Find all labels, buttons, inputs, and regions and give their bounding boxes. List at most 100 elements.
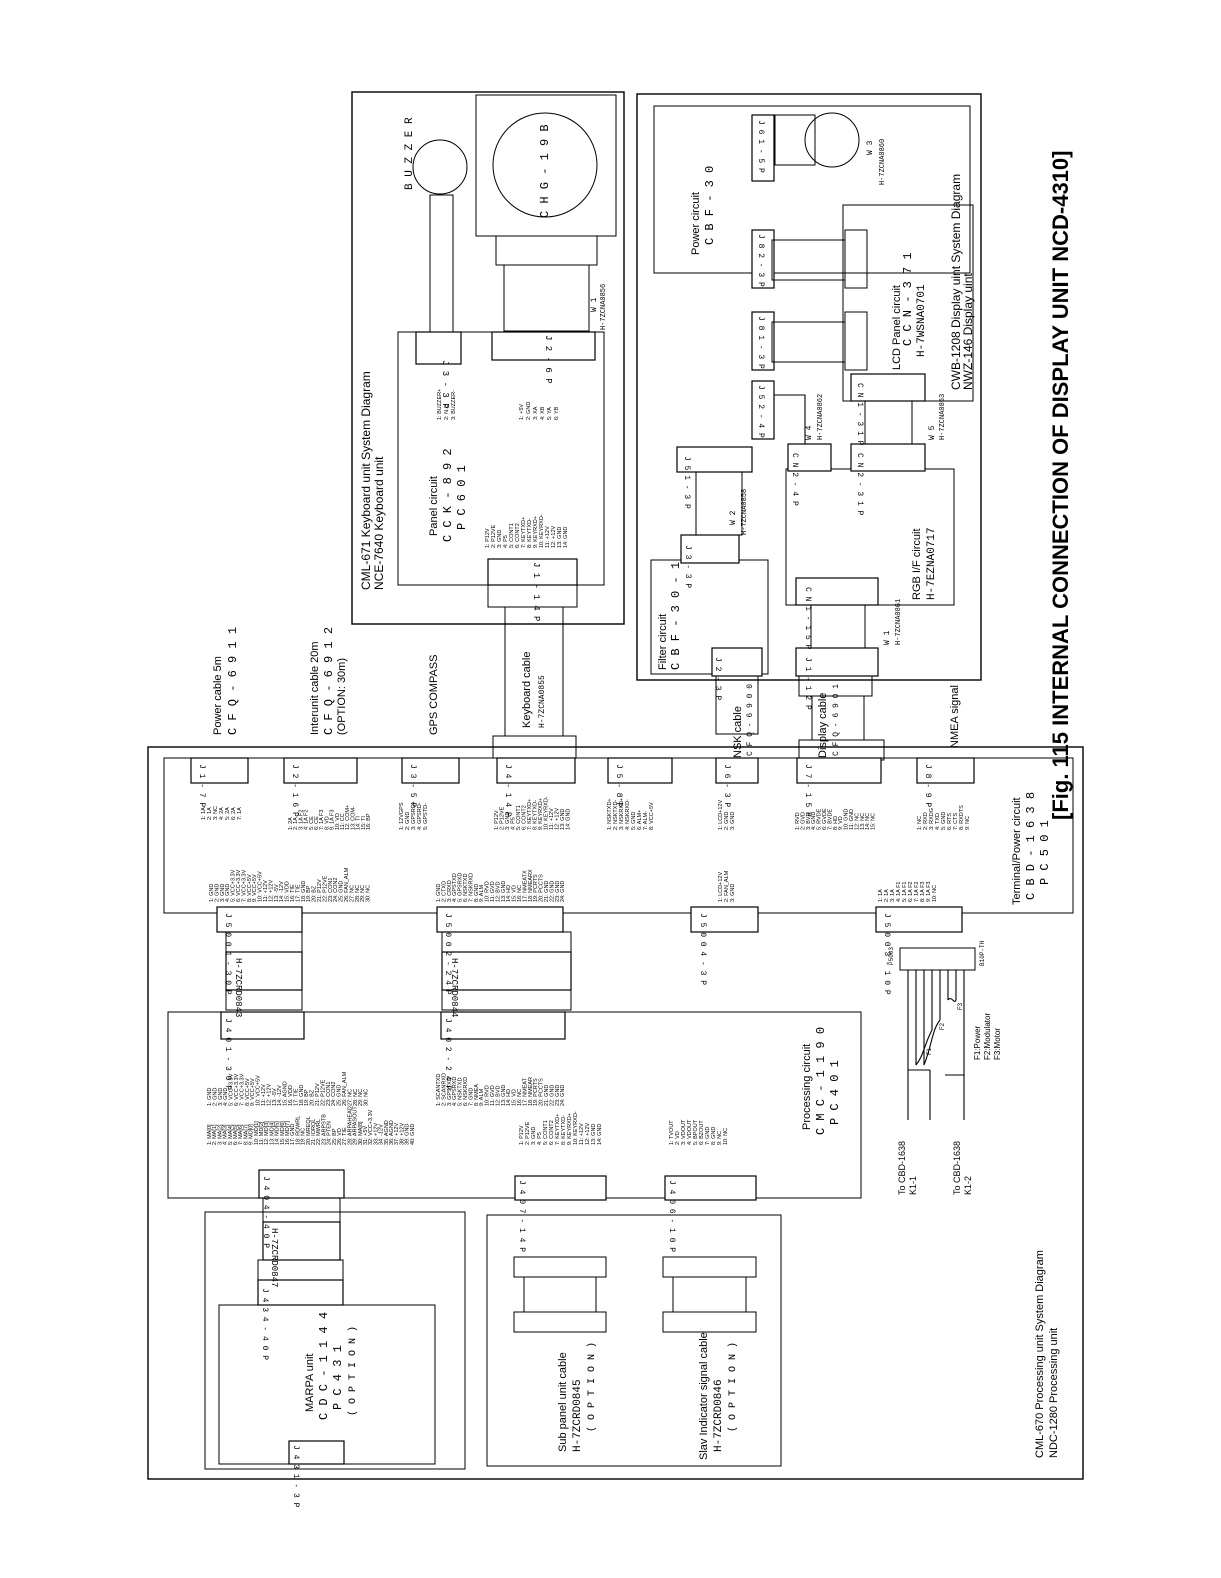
cn2-4p-connector <box>787 443 832 472</box>
p-j401-pin: 21: P12V <box>315 1083 321 1106</box>
t-j5001-pin: 10: VCC+5V <box>258 871 264 902</box>
t-connector-label: J 6 - 3 P <box>722 764 731 807</box>
t-j5002-pin: 2: CTXD <box>441 881 447 902</box>
p-j404-pin: 39: GND <box>405 1124 411 1145</box>
p-j404-connector <box>258 1169 345 1199</box>
panel-circuit-label: Panel circuit <box>428 476 440 536</box>
t-j5001-pin: 26: FAN_ALM <box>344 867 350 902</box>
slave-plug-top <box>662 1256 757 1278</box>
p-j407-pin: 14: GND <box>597 1124 603 1145</box>
t-j7-pin: 8: HD <box>833 816 839 830</box>
t-j2-pin: 1: 2A <box>288 817 294 830</box>
rgb-if-label: RGB I/F circuit <box>911 528 923 600</box>
p-j401-pin: 2: GND <box>212 1088 218 1106</box>
p-j401-pin: 4: GND <box>223 1088 229 1106</box>
t-j5001-pin: 5: VCC+3.3V <box>231 869 237 902</box>
kb-j2-connector <box>491 331 596 361</box>
rgb-if-code: H-7EZNA0717 <box>926 527 938 600</box>
filter-circuit-code: C B F - 3 0 - 1 <box>669 562 683 670</box>
kb-j2-pin: 3: XA <box>533 406 539 420</box>
cn1-15p-connector <box>795 577 879 606</box>
p-j401-pin: 13: -5V <box>272 1088 278 1106</box>
p-j406-pin: 3: VDOUT <box>681 1119 687 1145</box>
w3-circle <box>804 112 860 168</box>
p-j402-pin: 15: VD <box>512 1089 518 1106</box>
kb-j3-pin: 1: BUZZER+ <box>437 389 443 420</box>
p-j401-pin: 9: VCC+5V <box>250 1078 256 1106</box>
t-j5001-pin: 11: +12V <box>263 880 269 902</box>
buzzer-circle <box>412 139 468 195</box>
to-cbd-label: K1-1 <box>908 1176 918 1195</box>
cable-0844-bottom <box>441 989 572 1011</box>
kb-j1-pin: 11: +12V <box>545 526 551 548</box>
t-j4-pin: 13: GND <box>560 809 566 830</box>
p-j404-pin: 1: MA[0] <box>207 1124 213 1145</box>
w5-code: H-7ZCNA0863 <box>939 394 947 440</box>
cable-0847-label: H-7ZCRD0847 <box>269 1228 279 1287</box>
p-j404-pin: 4: MA[3] <box>223 1124 229 1145</box>
nmea-signal-label: NMEA signal <box>949 685 961 748</box>
fuse-f1-label: F1 <box>927 1047 933 1055</box>
kb-w1-label: W 1 <box>590 297 599 312</box>
t-j5001-pin: 20: BZ <box>312 885 318 902</box>
nsk-cable-code: C F Q - 6 9 0 0 <box>746 684 755 756</box>
filter-circuit-label: Filter circuit <box>657 614 669 670</box>
t-j3-pin: 1: 12VGPS <box>399 802 405 830</box>
cable-0844-label: H-7ZCRD0844 <box>449 958 459 1017</box>
p-j406-pin: 10: NC <box>723 1128 729 1145</box>
p-j401-pin: 1: GND <box>207 1088 213 1106</box>
t-j5004-pin: 1: LCD+12V <box>718 872 724 902</box>
p-j404-pin: 34: -12V <box>379 1124 385 1145</box>
p-j406-pin: 4: VDOUT <box>687 1119 693 1145</box>
panel-circuit-code: C C K - 8 9 2 <box>441 448 455 542</box>
lcd-panel-label: LCD Panel circuit <box>891 285 903 370</box>
t-j5001-pin: 27: NC <box>349 885 355 902</box>
t-j5001-pin: 30: NC <box>366 885 372 902</box>
t-j5002-pin: 22: GND <box>549 881 555 902</box>
p-j401-pin: 18: GND <box>299 1085 305 1106</box>
kb-j1-pin: 3: GND <box>497 530 503 548</box>
t-j4-pin: 3: GND <box>505 812 511 830</box>
p-j404-pin: 13: MD[4] <box>269 1121 275 1145</box>
p-j404-pin: 6: MA[5] <box>233 1124 239 1145</box>
p-j404-pin: 19: NC <box>301 1128 307 1145</box>
t-j5001-pin: 2: GND <box>214 884 220 902</box>
t-j5002-pin: 1: GND <box>436 884 442 902</box>
t-j5002-pin: 16: NC <box>517 885 523 902</box>
j51-label: J 5 1 - 3 P <box>682 456 691 509</box>
t-j5002-pin: 7: NSKRXD <box>468 873 474 902</box>
j81-label: J 8 1 - 3 P <box>756 316 765 369</box>
p-j402-pin: 7: GND <box>468 1088 474 1106</box>
t-j5001-pin: 15: VDD <box>285 881 291 902</box>
t-j5002-pin: 19: PCRTS <box>533 874 539 902</box>
marpa-j434-connector <box>257 1279 344 1306</box>
t-j5003-pin: 7: 1A F2 <box>914 882 920 903</box>
p-j404-pin: 2: MA[1] <box>212 1124 218 1145</box>
p5003-label: P5003 <box>888 947 895 965</box>
cn1-31p-connector <box>850 373 926 402</box>
p-j401-pin: 27: NC <box>347 1089 353 1106</box>
t-j1-pin: 3: NC <box>213 806 219 820</box>
t-j2-pin: 16: BP <box>366 813 372 830</box>
t-j7-pin: 5: RVDE <box>817 808 823 830</box>
p-j401-pin: 23: CON1 <box>326 1082 332 1106</box>
t-j5001-pin: 22: P12VE <box>322 875 328 902</box>
t-j5002-pin: 18: NMEARX <box>528 869 534 902</box>
t-j5002-pin: 24: GND <box>560 881 566 902</box>
t-j4-pin: 10: KEYRXD- <box>544 796 550 830</box>
t-j6-pin: 1: LCD+12V <box>718 800 724 830</box>
kb-j1-pin: 1: P12V <box>485 528 491 548</box>
kb-j2-label: J 2 - 6 P <box>543 335 553 384</box>
cable-0844 <box>441 951 572 991</box>
chg-circle <box>492 112 598 218</box>
t-j7-pin: 14: NC <box>865 813 871 830</box>
p-j401-pin: 30: NC <box>364 1089 370 1106</box>
t-j8-pin: 2: RXD <box>923 812 929 830</box>
p-j404-pin: 22: MWRL <box>316 1119 322 1145</box>
p-j407-pin: 1: P12V <box>519 1125 525 1145</box>
fuse-f2-label: F2 <box>940 1022 946 1030</box>
p-j404-pin: 28: ARPAHEAD <box>347 1106 353 1145</box>
lcd-plug-1 <box>844 229 868 289</box>
p-j407-pin: 5: CONT1 <box>543 1120 549 1145</box>
sub-panel-option: ( O P T I O N ) <box>586 1342 598 1432</box>
